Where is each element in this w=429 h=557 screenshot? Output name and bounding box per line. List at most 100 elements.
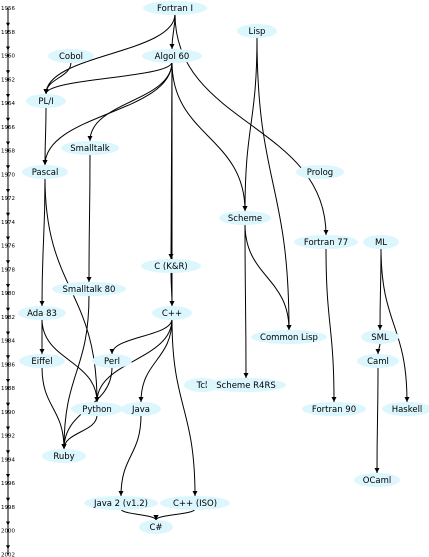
year-label: 2002: [1, 552, 15, 557]
node-label: SML: [371, 333, 389, 343]
timeline-arrow: [6, 189, 10, 193]
edge-layer: [39, 13, 410, 521]
node-label: Java: [131, 405, 150, 415]
edge-smalltalk-smalltalk80: [88, 153, 91, 283]
timeline-arrow: [6, 450, 10, 455]
year-label: 1996: [1, 481, 15, 487]
node-label: Scheme R4RS: [216, 381, 276, 391]
edge-java2-csharp: [120, 508, 157, 521]
arrowhead: [323, 230, 329, 235]
arrowhead: [118, 491, 124, 496]
node-ocaml: OCaml: [354, 473, 400, 487]
arrowhead: [39, 349, 45, 354]
timeline-arrow: [6, 94, 10, 98]
node-tcl: Tcl: [184, 378, 220, 392]
year-label: 1960: [1, 54, 15, 60]
timeline-arrow: [6, 545, 10, 550]
edge-ada83-python: [41, 318, 98, 403]
year-label: 1992: [1, 434, 15, 440]
edge-cppiso-csharp: [155, 508, 196, 521]
year-label: 1986: [1, 362, 15, 368]
timeline-arrow: [6, 355, 10, 360]
node-label: C (K&R): [154, 262, 187, 272]
arrowhead: [153, 515, 159, 520]
node-ellipse: [357, 354, 399, 368]
year-label: 1978: [1, 267, 15, 273]
edge-fortran1-pli: [45, 13, 176, 95]
year-label: 1984: [1, 339, 15, 345]
timeline-arrow: [6, 141, 10, 146]
node-ellipse: [61, 141, 119, 155]
node-label: Cobol: [59, 52, 83, 62]
node-label: Tcl: [196, 381, 208, 391]
arrowhead: [377, 325, 383, 330]
node-label: Smalltalk: [70, 144, 110, 154]
year-label: 1998: [1, 505, 15, 511]
edge-pascal-ada83: [41, 177, 46, 307]
year-label: 1964: [1, 101, 15, 107]
timeline-arrow: [6, 46, 10, 51]
node-ml: ML: [363, 235, 399, 249]
node-label: ML: [375, 238, 387, 248]
arrowhead: [169, 44, 175, 49]
arrowhead: [374, 468, 380, 473]
edge-caml-ocaml: [376, 366, 379, 474]
timeline-arrow: [6, 284, 10, 288]
timeline-arrow: [6, 236, 10, 241]
node-label: Python: [82, 405, 111, 415]
node-label: Perl: [104, 357, 120, 367]
timeline-arrow: [6, 212, 10, 217]
node-ruby: Ruby: [42, 449, 86, 463]
node-schemer4rs: Scheme R4RS: [206, 378, 286, 392]
node-prolog: Prolog: [296, 165, 344, 179]
node-ellipse: [48, 49, 94, 63]
node-ellipse: [296, 165, 344, 179]
node-label: Java 2 (v1.2): [93, 499, 148, 509]
arrowhead: [192, 491, 198, 496]
node-label: Ada 83: [27, 309, 57, 319]
arrowhead: [331, 397, 337, 402]
node-ellipse: [219, 211, 271, 225]
edge-fortran77-fortran90: [325, 247, 335, 403]
node-java: Java: [121, 402, 161, 416]
node-label: C++ (ISO): [173, 499, 217, 509]
node-ellipse: [143, 1, 207, 15]
year-label: 1990: [1, 410, 15, 416]
node-ellipse: [141, 259, 201, 273]
node-pascal: Pascal: [22, 165, 68, 179]
arrowhead: [286, 325, 292, 330]
node-ellipse: [19, 354, 65, 368]
arrowhead: [43, 89, 49, 94]
arrowhead: [42, 160, 48, 165]
node-python: Python: [71, 402, 123, 416]
node-ellipse: [152, 306, 192, 320]
node-ellipse: [294, 235, 358, 249]
edge-algol60-pli: [45, 61, 173, 95]
node-cpp: C++: [152, 306, 192, 320]
edge-cpp-perl: [111, 318, 173, 355]
timeline-arrow: [6, 307, 10, 312]
edge-scheme-schemer4rs: [244, 223, 247, 379]
node-label: Prolog: [307, 168, 333, 178]
node-label: Fortran 77: [304, 238, 348, 248]
node-ellipse: [92, 354, 132, 368]
node-ellipse: [71, 402, 123, 416]
edge-ml-haskell: [380, 247, 408, 403]
node-label: Caml: [367, 357, 389, 367]
timeline-arrow: [6, 22, 10, 27]
node-ellipse: [237, 24, 277, 38]
node-label: C++: [162, 309, 182, 319]
year-label: 1956: [1, 6, 15, 12]
timeline-arrow: [6, 379, 10, 383]
node-label: Smalltalk 80: [63, 285, 116, 295]
timeline-arrow: [6, 165, 10, 170]
node-java2: Java 2 (v1.2): [84, 496, 158, 510]
year-label: 1994: [1, 457, 15, 463]
node-cppiso: C++ (ISO): [160, 496, 230, 510]
node-pli: PL/I: [26, 94, 66, 108]
edge-pli-pascal: [44, 106, 47, 166]
node-ellipse: [142, 49, 202, 63]
year-label: 1968: [1, 149, 15, 155]
edge-algol60-pascal: [44, 61, 173, 166]
